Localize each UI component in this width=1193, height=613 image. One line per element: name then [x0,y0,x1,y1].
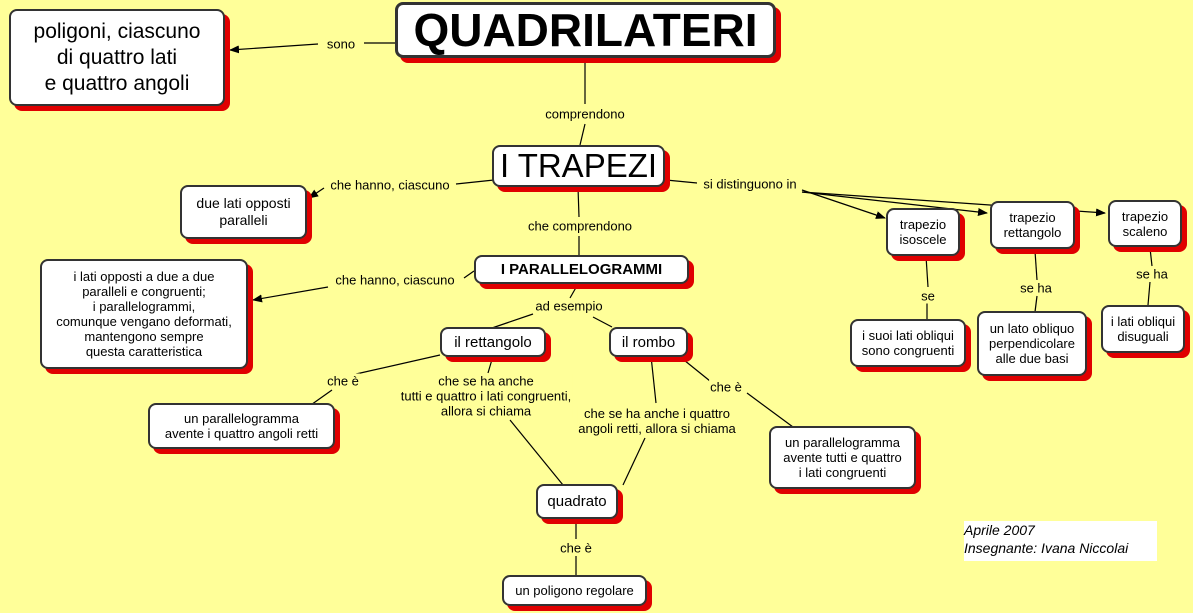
concept-rettangolo[interactable]: il rettangolo [440,327,546,357]
link-label-che-hanno-1: che hanno, ciascuno [329,177,451,193]
link-chehanno2-b [252,286,329,303]
concept-trapezio-scaleno[interactable]: trapezio scaleno [1108,200,1182,247]
link-label-che-se-rettangolo: che se ha anche tutti e quattro i lati c… [399,373,573,419]
concept-rettangolo-desc[interactable]: un parallelogramma avente i quattro ango… [148,403,335,449]
author-teacher: Insegnante: Ivana Niccolai [964,540,1129,556]
concept-label: trapezio scaleno [1121,208,1169,239]
concept-label: I TRAPEZI [499,147,658,184]
concept-label: il rombo [621,333,676,351]
concept-definition[interactable]: poligoni, ciascuno di quattro lati e qua… [9,9,225,106]
concept-label: un poligono regolare [515,583,634,598]
link-seha1-a [1034,250,1038,281]
link-label-che-e-3: che è [559,540,593,556]
link-label-che-e-1: che è [326,373,360,389]
concept-due-lati-paralleli[interactable]: due lati opposti paralleli [180,185,307,239]
concept-quadrato[interactable]: quadrato [536,484,618,519]
link-sidist-a [665,179,698,184]
concept-label: trapezio rettangolo [1003,210,1062,240]
concept-label: i suoi lati obliqui sono congruenti [861,328,955,358]
concept-label: un parallelogramma avente tutti e quattr… [783,435,902,480]
link-adesempio-a [569,283,579,299]
link-seha2-b [1147,281,1151,306]
link-label-se-ha-2: se ha [1135,266,1169,282]
link-label-che-se-rombo: che se ha anche i quattro angoli retti, … [577,406,737,436]
link-seha1-b [1034,295,1038,313]
link-comprendono-b [579,123,586,146]
link-chee1-a [355,354,441,375]
link-cheseret-a [487,355,494,374]
concept-trapezi[interactable]: I TRAPEZI [492,145,665,187]
link-sono-b [229,43,319,54]
concept-poligono-regolare[interactable]: un poligono regolare [502,575,647,606]
link-chehanno2-a [463,270,475,279]
concept-parallelogrammi-desc[interactable]: i lati opposti a due a due paralleli e c… [40,259,248,369]
link-label-che-hanno-2: che hanno, ciascuno [334,272,456,288]
concept-label: trapezio isoscele [899,217,947,247]
link-label-sono: sono [325,36,357,52]
link-sidist-b [801,189,886,219]
concept-quadrilateri[interactable]: QUADRILATERI [395,2,776,58]
concept-label: un lato obliquo perpendicolare alle due … [988,321,1075,366]
concept-label: I PARALLELOGRAMMI [500,261,663,278]
concept-label: i lati obliqui disuguali [1110,314,1176,344]
link-chee2-b [746,392,794,428]
concept-label: QUADRILATERI [413,4,758,56]
link-adesempio-b [491,313,534,329]
link-cheseret-b [509,419,564,486]
link-chehanno1-b [308,187,325,199]
link-checomp-a [577,186,580,218]
link-adesempio-c [592,316,613,328]
link-chehanno1-a [455,179,495,185]
concept-label: il rettangolo [454,333,532,351]
link-label-che-comprendono: che comprendono [526,218,634,234]
concept-rettangolo-trap-desc[interactable]: un lato obliquo perpendicolare alle due … [977,311,1087,376]
author-note: Aprile 2007 Insegnante: Ivana Niccolai [964,521,1157,561]
concept-label: due lati opposti paralleli [196,195,291,228]
concept-trapezio-rettangolo[interactable]: trapezio rettangolo [990,201,1075,249]
concept-parallelogrammi[interactable]: I PARALLELOGRAMMI [474,255,689,284]
concept-label: quadrato [547,493,607,510]
link-chee2-a [678,355,711,382]
concept-label: poligoni, ciascuno di quattro lati e qua… [33,19,201,95]
link-se-a [925,255,929,288]
author-date: Aprile 2007 [964,522,1035,538]
concept-rombo[interactable]: il rombo [609,327,688,357]
link-label-se: se [920,288,936,304]
link-label-se-ha-1: se ha [1019,280,1053,296]
link-cheserom-b [622,437,646,486]
link-label-che-e-2: che è [709,379,743,395]
link-seha2-a [1149,247,1153,267]
link-label-comprendono: comprendono [544,106,626,122]
link-label-si-distinguono: si distinguono in [702,176,798,192]
concept-isoscele-desc[interactable]: i suoi lati obliqui sono congruenti [850,319,966,367]
link-cheserom-a [650,355,657,404]
concept-rombo-desc[interactable]: un parallelogramma avente tutti e quattr… [769,426,916,489]
link-label-ad-esempio: ad esempio [534,298,604,314]
concept-label: i lati opposti a due a due paralleli e c… [56,269,232,359]
concept-trapezio-isoscele[interactable]: trapezio isoscele [886,208,960,256]
concept-scaleno-desc[interactable]: i lati obliqui disuguali [1101,305,1185,353]
concept-label: un parallelogramma avente i quattro ango… [164,411,319,441]
